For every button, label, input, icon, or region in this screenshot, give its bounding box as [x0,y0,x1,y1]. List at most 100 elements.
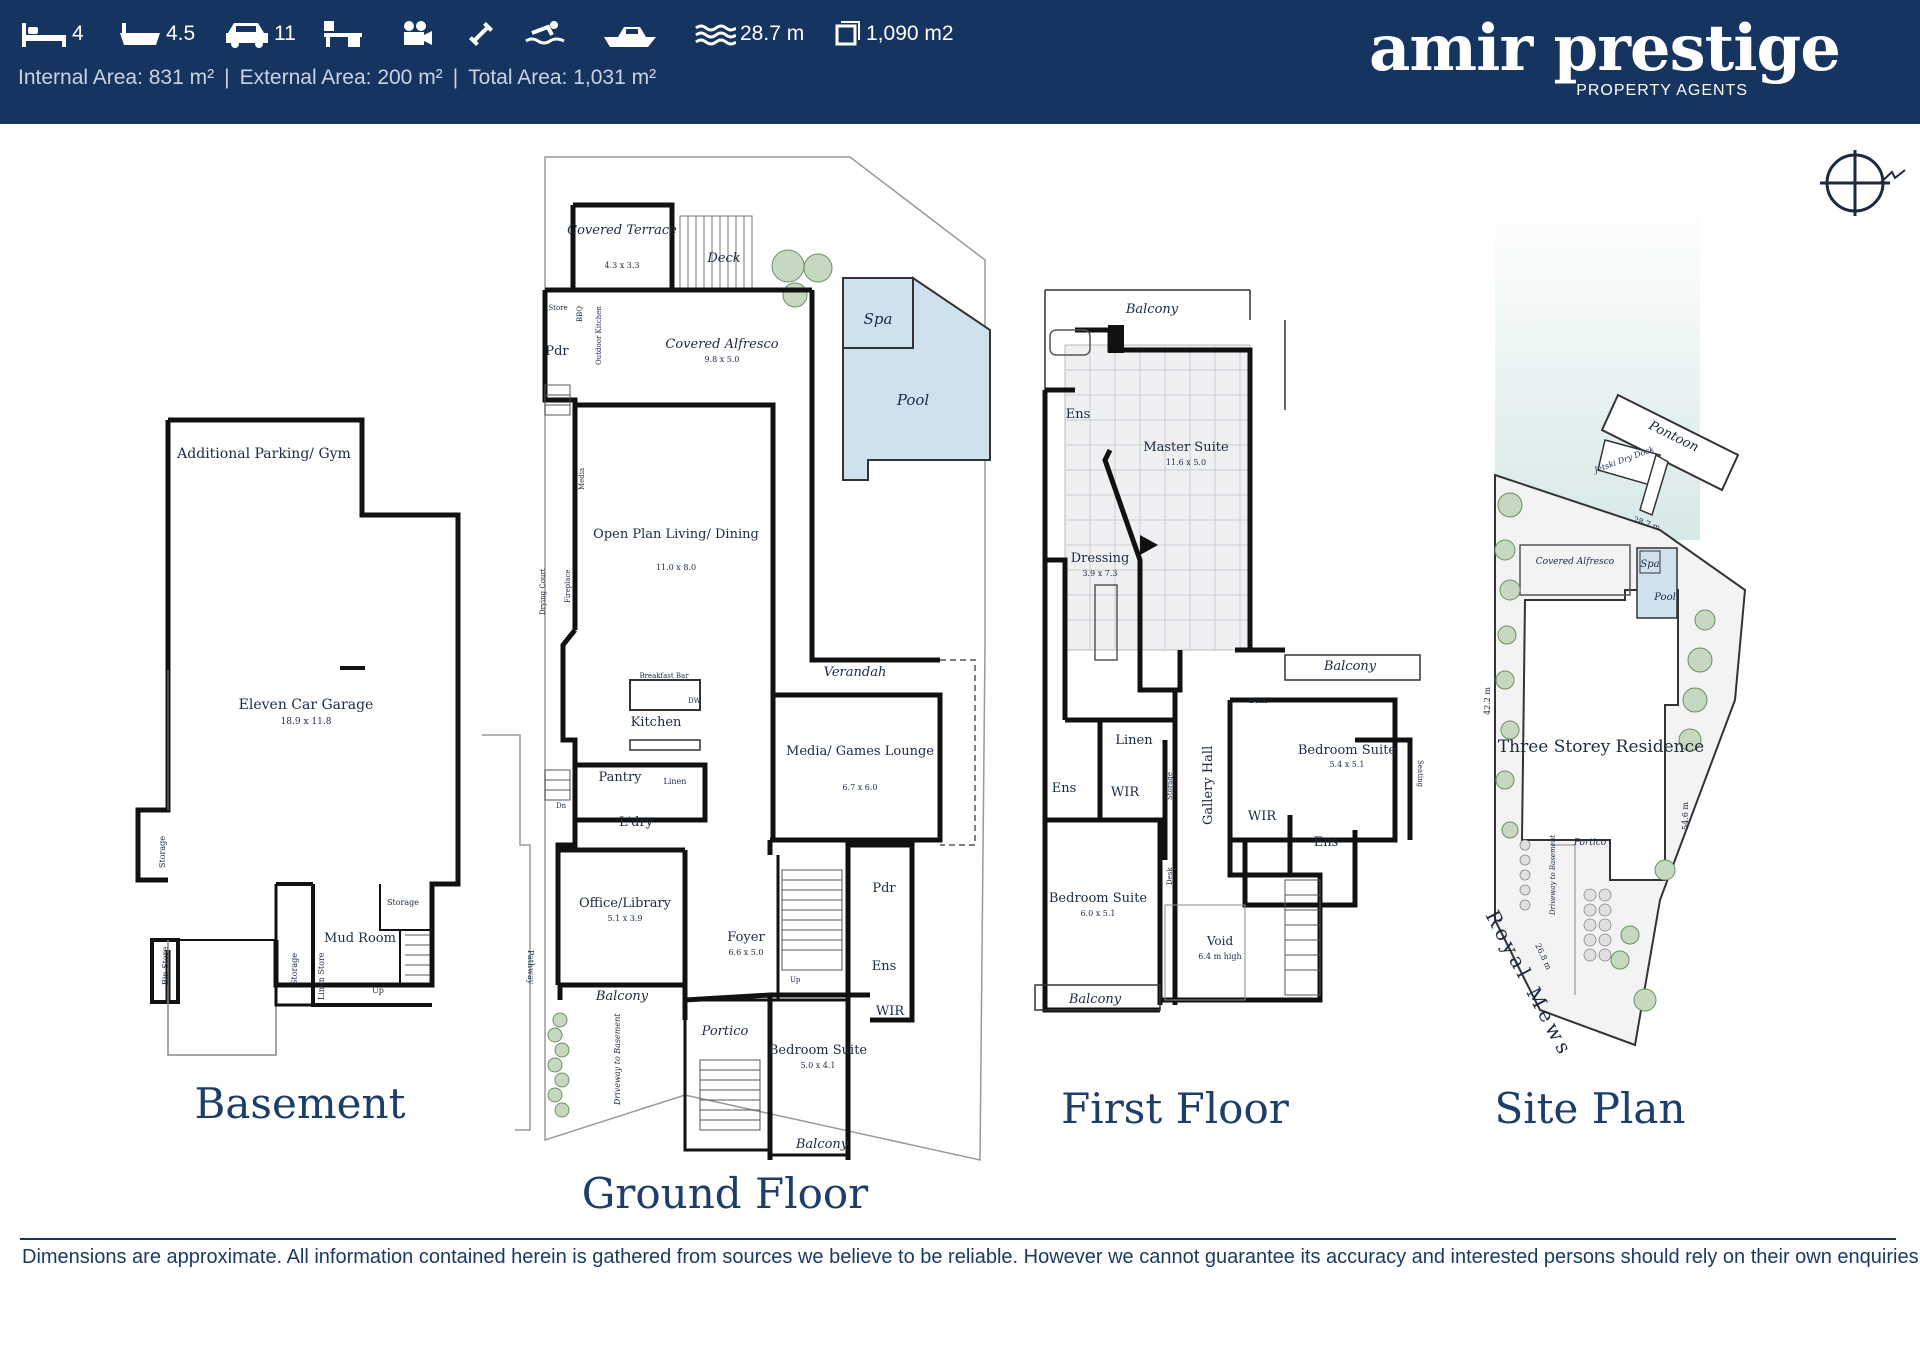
room-label-gallery: Gallery Hall [1201,746,1216,825]
pool-icon [525,21,565,45]
ground-floor-title: Ground Floor [582,1169,869,1218]
first-floor-plan [1034,289,1421,1013]
room-label-foyer-dim: 6.6 x 5.0 [728,948,763,957]
room-label-ens2: Ens [1052,781,1077,796]
area-summary: Internal Area: 831 m²|External Area: 200… [18,66,657,89]
total-area: Total Area: 1,031 m² [468,66,657,89]
room-label-wir2: WIR [1248,809,1277,824]
room-label-linen: Linen [1115,733,1153,748]
room-label-dw: DW [688,697,702,705]
gym-stat [466,18,496,50]
room-label-bedroom-left-dim: 6.0 x 5.1 [1080,909,1115,918]
room-label-store: Store [548,304,567,312]
room-label-wir: WIR [1111,785,1140,800]
room-label-verandah: Verandah [824,665,887,680]
brand-logo: amir prestige PROPERTY AGENTS [1369,14,1841,100]
room-label-drying-court: Drying Court [539,568,547,615]
land-area-value: 1,090 m2 [866,22,954,45]
room-label-parking: Additional Parking/ Gym [176,446,351,462]
cars-value: 11 [274,22,296,45]
room-label-ens: Ens [1066,407,1091,422]
floor-plans: Additional Parking/ Gym Eleven Car Garag… [135,150,1906,1218]
room-label-void-dim: 6.4 m high [1198,952,1241,961]
site-plan-title: Site Plan [1494,1084,1685,1133]
ground-floor-labels: Covered Terrace 4.3 x 3.3 Deck Spa Pool … [526,223,934,1152]
room-label-pantry: Pantry [598,770,642,785]
room-label-balcony-top: Balcony [1125,302,1179,317]
room-label-linen: Linen Store [317,952,326,1000]
room-label-garage: Eleven Car Garage [239,697,374,713]
room-label-bedroom-left: Bedroom Suite [1049,891,1148,906]
bedrooms-stat: 4 [20,18,84,50]
bath-icon [120,23,160,45]
frontage-stat: 28.7 m [694,18,804,50]
disclaimer-text: Dimensions are approximate. All informat… [22,1246,1920,1268]
room-label-portico: Portico [701,1024,749,1039]
room-label-garage-dim: 18.9 x 11.8 [281,717,332,727]
room-label-covered-alfresco: Covered Alfresco [665,337,778,352]
room-label-side-left: 42.2 m [1483,687,1492,715]
frontage-value: 28.7 m [740,22,805,45]
car-icon [226,23,268,48]
room-label-office: Office/Library [579,896,672,911]
room-label-covered-alfresco: Covered Alfresco [1536,557,1615,567]
room-label-side-right: 54.6 m [1681,802,1690,830]
room-label-pathway: Pathway [526,950,535,985]
room-label-ldry: L'dry [619,815,654,830]
room-label-driveway: Driveway to Basement [1549,835,1557,916]
room-label-desk: Desk [1249,697,1267,705]
ground-floor-plan [482,156,991,1161]
room-label-seating: Seating [1416,760,1424,788]
room-label-covered-terrace: Covered Terrace [567,223,677,238]
room-label-spa: Spa [1640,559,1659,570]
room-label-storage: Storage [387,898,419,907]
room-label-dressing: Dressing [1071,551,1130,566]
first-floor-labels: Balcony Ens Master Suite 11.6 x 5.0 Dres… [1049,302,1424,1007]
room-label-media-unit: Media [578,468,586,490]
room-label-dressing-dim: 3.9 x 7.3 [1082,569,1117,578]
room-label-residence: Three Storey Residence [1498,737,1704,757]
room-label-mud: Mud Room [324,931,396,946]
study-stat [322,18,364,50]
room-label-storage2: Storage [158,836,167,868]
room-label-balcony-right: Balcony [1323,659,1377,674]
internal-area: Internal Area: 831 m² [18,66,215,89]
boat-icon [604,27,656,47]
basement-title: Basement [195,1079,406,1128]
room-label-spa: Spa [864,310,893,328]
room-label-bedroom-right: Bedroom Suite [1298,743,1397,758]
room-label-open-plan-dim: 11.0 x 8.0 [656,563,696,572]
room-label-pdr2: Pdr [872,881,896,896]
room-label-master-dim: 11.6 x 5.0 [1166,458,1206,467]
room-label-office-dim: 5.1 x 3.9 [607,914,642,923]
room-label-pool: Pool [1653,592,1676,603]
room-label-covered-alfresco-dim: 9.8 x 5.0 [704,355,739,364]
header-bar: 4 4.5 11 [0,0,1920,124]
boat-stat [602,18,658,50]
room-label-bbq: BBQ [576,306,584,322]
study-icon [324,21,362,47]
room-label-deck: Deck [706,251,740,266]
room-label-linen: Linen [664,777,687,786]
room-label-open-plan: Open Plan Living/ Dining [593,527,759,542]
brand-subtitle: PROPERTY AGENTS [1576,82,1748,99]
land-area-icon [835,21,860,46]
room-label-dn: Dn [556,802,567,810]
bedrooms-value: 4 [72,22,84,45]
room-label-ens: Ens [872,959,897,974]
room-label-wir: WIR [876,1004,905,1019]
room-label-storage3: Storage [290,953,299,985]
cars-stat: 11 [224,18,296,50]
room-label-bin: Bin Store [161,947,170,985]
room-label-balcony: Balcony [595,989,649,1004]
land-area-stat: 1,090 m2 [832,18,954,50]
room-label-kitchen: Kitchen [631,715,682,730]
first-floor-title: First Floor [1061,1084,1290,1133]
north-compass-icon [1820,150,1906,216]
room-label-balcony2: Balcony [795,1137,849,1152]
room-label-desk2: Desk [1166,867,1174,885]
room-label-bedroom-dim: 5.0 x 4.1 [800,1061,835,1070]
room-label-fireplace: Fireplace [564,569,572,603]
room-label-driveway: Driveway to Basement [613,1013,622,1106]
room-label-up: Up [372,986,384,995]
